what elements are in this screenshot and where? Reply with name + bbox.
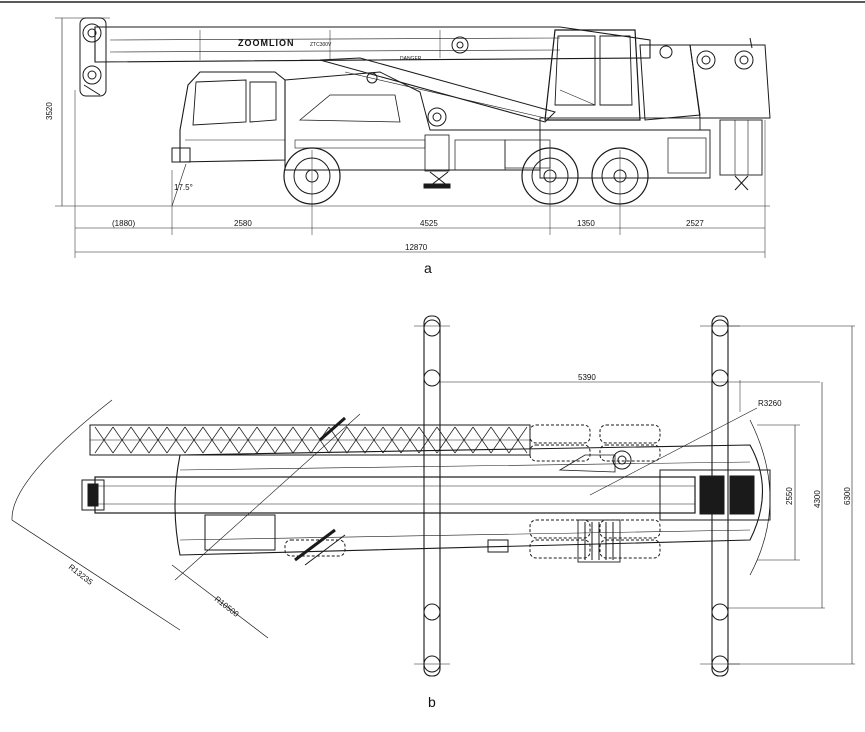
radius-tail-swing: R3260 [758, 399, 782, 408]
brand-logo: ZOOMLION [238, 38, 295, 48]
height-dimension: 3520 [45, 102, 54, 120]
caption-a: a [424, 260, 432, 276]
dim-segment-5: 2527 [686, 219, 704, 228]
side-view [55, 17, 771, 258]
dim-width-outrigger-full: 6300 [843, 487, 852, 505]
dim-segment-2: 2580 [234, 219, 252, 228]
dim-segment-3: 4525 [420, 219, 438, 228]
warning-label: DANGER [400, 56, 422, 62]
dim-outrigger-span: 5390 [578, 373, 596, 382]
caption-b: b [428, 694, 436, 710]
dim-segment-4: 1350 [577, 219, 595, 228]
model-label: ZTC300V [310, 42, 332, 48]
top-view [11, 315, 855, 677]
approach-angle: 17.5° [174, 183, 193, 192]
dim-total-length: 12870 [405, 243, 428, 252]
side-wheels [283, 147, 649, 205]
dim-front-overhang: (1880) [112, 219, 135, 228]
dim-width-carrier: 2550 [785, 487, 794, 505]
dim-width-outrigger-mid: 4300 [813, 490, 822, 508]
